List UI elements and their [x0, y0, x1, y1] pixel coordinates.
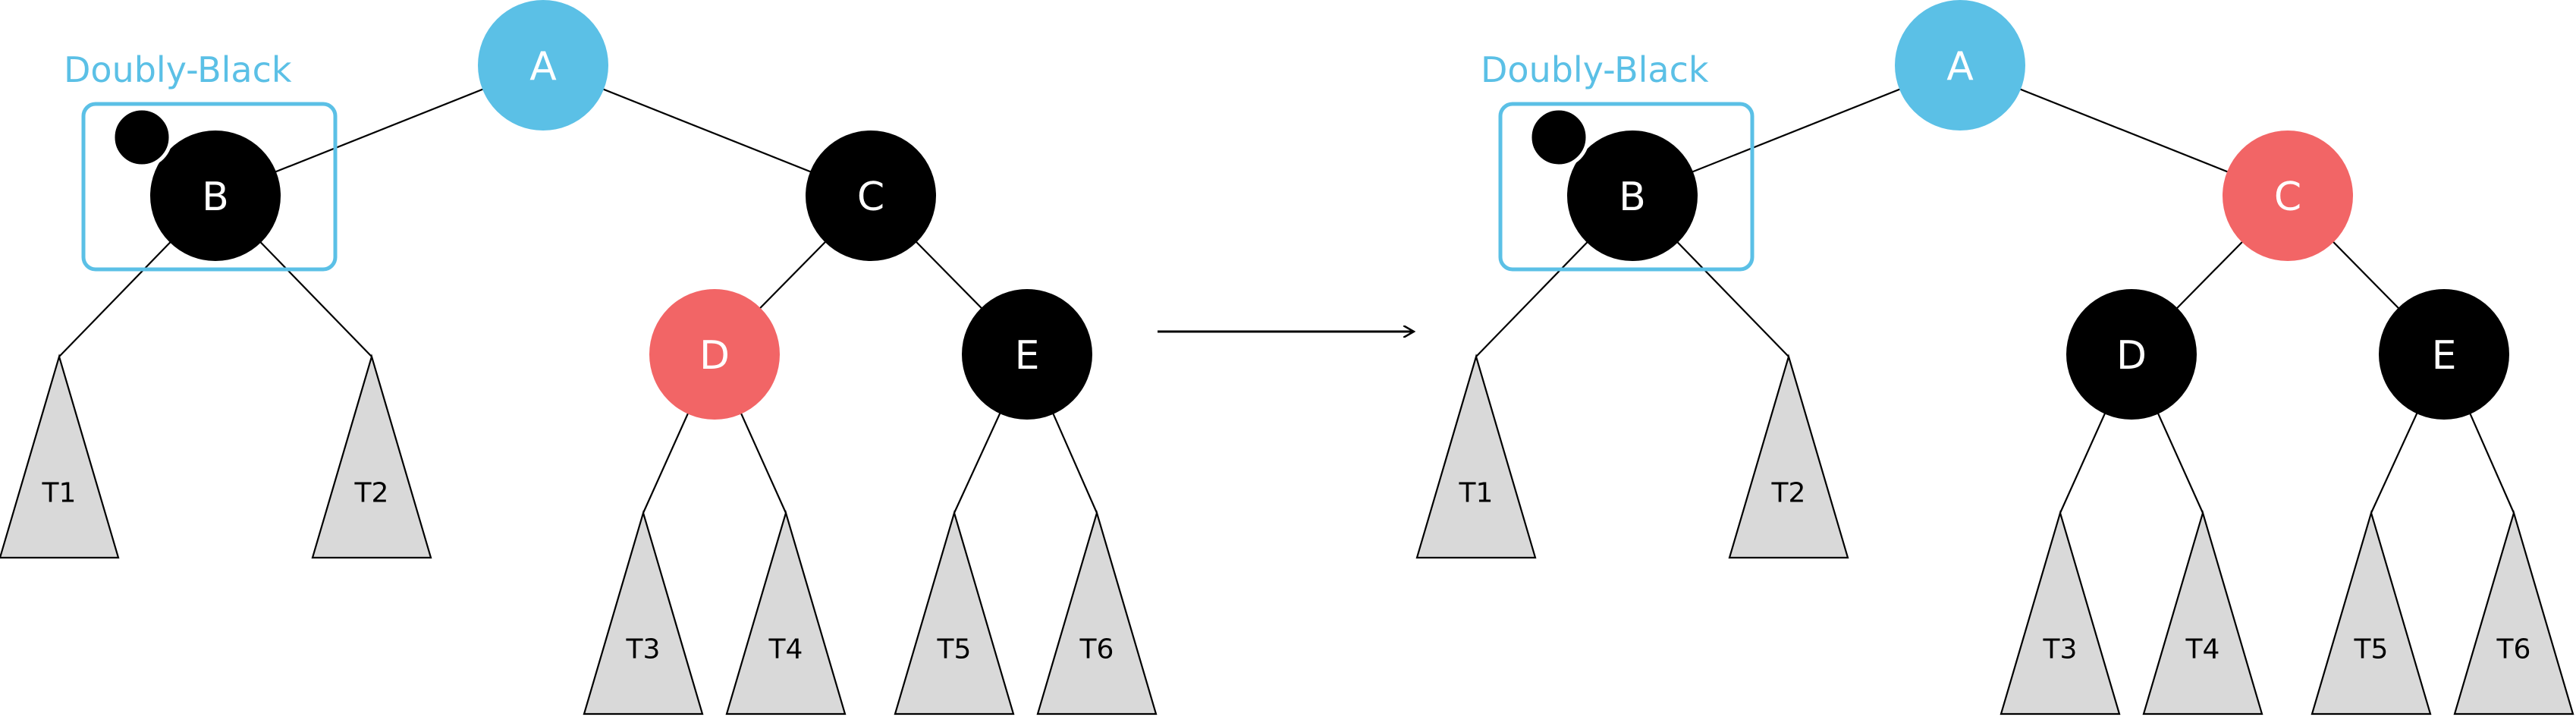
subtree-t4-triangle — [725, 510, 847, 715]
node-e-label: E — [2432, 333, 2457, 379]
subtree-t4-triangle — [2142, 510, 2263, 715]
node-a-label: A — [529, 44, 557, 90]
doubly-black-label: Doubly-Black — [1481, 49, 1709, 90]
node-a-circle — [1895, 0, 2025, 131]
subtree-t3-triangle — [2000, 510, 2121, 715]
node-d-circle — [649, 289, 780, 420]
subtree-t1-triangle — [1415, 354, 1537, 559]
doubly-black-highlight-box — [1498, 102, 1755, 272]
subtree-t1-label: T1 — [42, 478, 77, 509]
node-a-label: A — [1946, 44, 1974, 90]
node-b-label: B — [202, 175, 229, 220]
node-b-label: B — [1619, 175, 1646, 220]
node-b-circle — [150, 131, 281, 261]
subtree-t5-label: T5 — [937, 634, 972, 665]
node-c-circle — [806, 131, 936, 261]
node-c-circle — [2223, 131, 2353, 261]
subtree-t2-triangle — [1728, 354, 1849, 559]
subtree-t6-triangle — [1036, 510, 1158, 715]
subtree-t2-triangle — [311, 354, 432, 559]
node-b-circle — [1567, 131, 1698, 261]
doubly-black-label: Doubly-Black — [64, 49, 292, 90]
node-e-label: E — [1015, 333, 1040, 379]
subtree-t3-label: T3 — [626, 634, 661, 665]
node-a-circle — [478, 0, 608, 131]
subtree-t1-triangle — [0, 354, 120, 559]
node-c-label: C — [2274, 175, 2301, 220]
subtree-t5-triangle — [2311, 510, 2432, 715]
subtree-t6-label: T6 — [1079, 634, 1114, 665]
subtree-t2-label: T2 — [1771, 478, 1806, 509]
node-c-label: C — [857, 175, 884, 220]
subtree-t2-label: T2 — [354, 478, 389, 509]
subtree-t6-triangle — [2453, 510, 2574, 715]
node-e-circle — [962, 289, 1092, 420]
subtree-t4-label: T4 — [2185, 634, 2220, 665]
node-d-label: D — [2116, 333, 2147, 379]
node-d-circle — [2066, 289, 2197, 420]
subtree-t3-triangle — [583, 510, 704, 715]
doubly-black-highlight-box — [81, 102, 338, 272]
subtree-t3-label: T3 — [2043, 634, 2078, 665]
subtree-t5-label: T5 — [2354, 634, 2389, 665]
subtree-t5-triangle — [894, 510, 1015, 715]
subtree-t1-label: T1 — [1459, 478, 1494, 509]
node-d-label: D — [699, 333, 730, 379]
subtree-t4-label: T4 — [768, 634, 803, 665]
extra-black-token-icon — [111, 106, 173, 168]
subtree-t6-label: T6 — [2496, 634, 2531, 665]
node-e-circle — [2379, 289, 2509, 420]
extra-black-token-icon — [1528, 106, 1590, 168]
